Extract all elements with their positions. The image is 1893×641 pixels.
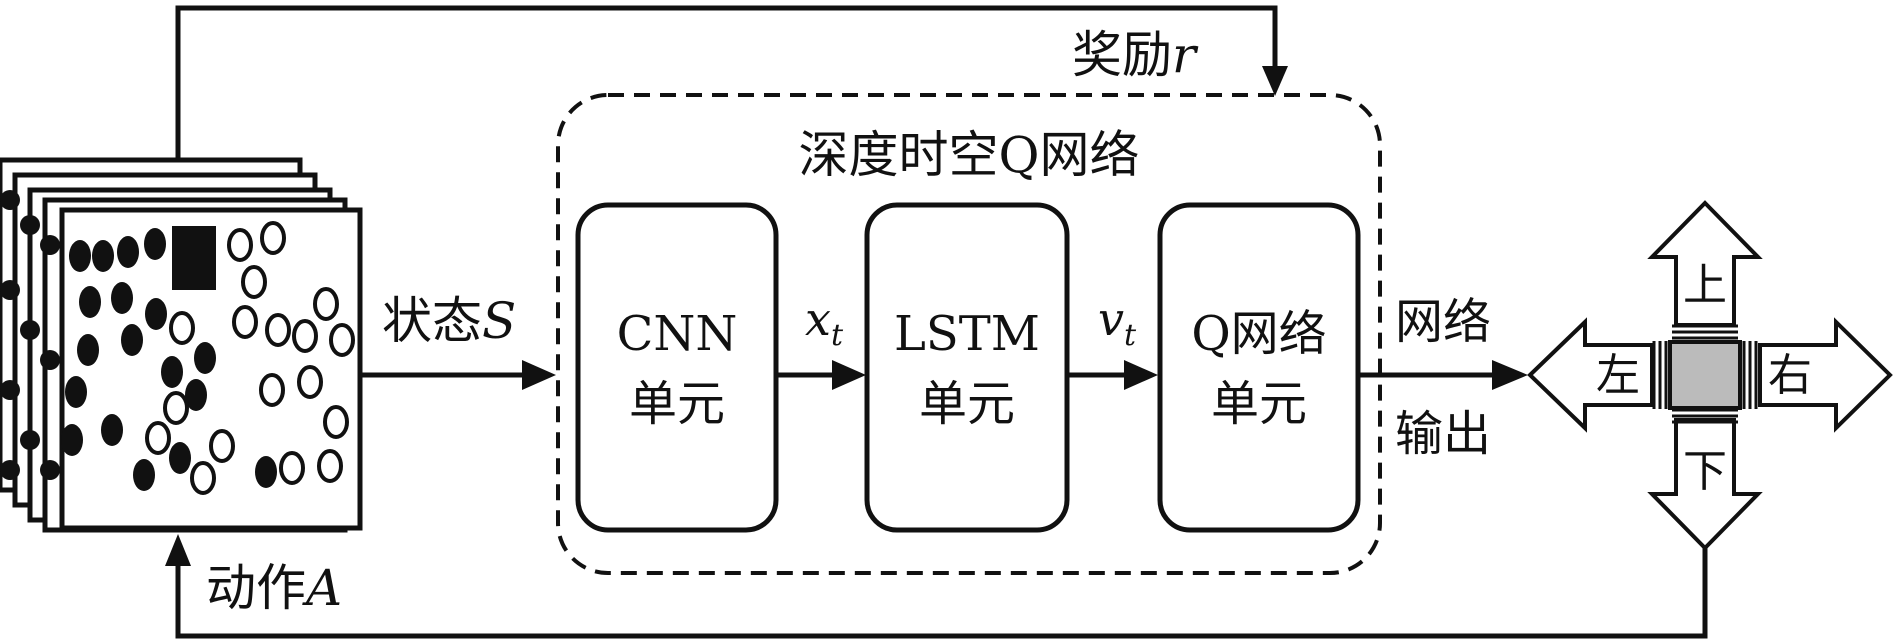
network-container <box>556 93 1382 575</box>
right-arrow-icon <box>1758 317 1893 433</box>
action-line <box>175 548 1708 639</box>
goal-circles <box>145 221 355 495</box>
lstm-unit: LSTM 单元 <box>864 202 1070 533</box>
obstacle-dots <box>61 228 277 491</box>
left-arrow-icon <box>1527 317 1654 433</box>
state-edge: 状态S <box>360 292 556 390</box>
action-direction-cross: 上 下 左 右 <box>1527 200 1893 551</box>
action-label: 动作A <box>206 559 342 617</box>
action-arrowhead <box>165 534 191 566</box>
network-title: 深度时空Q网络 <box>799 126 1140 184</box>
direction-up: 上 <box>1683 260 1727 311</box>
state-label: 状态S <box>382 292 516 350</box>
environment-frames <box>0 157 363 533</box>
lstm-unit-line2: 单元 <box>919 376 1015 432</box>
lstm-unit-line1: LSTM <box>894 306 1040 362</box>
vt-edge: vt <box>1069 292 1158 390</box>
agent-block <box>172 226 216 290</box>
xt-edge: xt <box>778 292 866 390</box>
reward-label: 奖励r <box>1072 26 1199 84</box>
q-network-unit-line1: Q网络 <box>1191 306 1326 362</box>
cnn-unit: CNN 单元 <box>575 202 779 533</box>
reward-arrowhead <box>1262 66 1288 96</box>
output-label-top: 网络 <box>1395 294 1491 350</box>
action-loop: 动作A <box>165 534 1708 639</box>
xt-label: xt <box>805 292 844 353</box>
q-network-unit: Q网络 单元 <box>1157 202 1361 533</box>
reward-line <box>175 5 1278 160</box>
direction-left: 左 <box>1596 350 1640 401</box>
network-output-edge: 网络 输出 <box>1360 294 1528 462</box>
frame-edge-dots <box>0 190 60 480</box>
direction-down: 下 <box>1683 446 1727 497</box>
cnn-unit-line1: CNN <box>617 306 738 362</box>
down-arrow-icon <box>1647 418 1763 551</box>
center-hub <box>1668 340 1742 410</box>
direction-right: 右 <box>1768 350 1812 401</box>
reward-loop: 奖励r <box>175 5 1288 160</box>
cnn-unit-line2: 单元 <box>629 376 725 432</box>
vt-label: vt <box>1098 292 1137 353</box>
q-network-unit-line2: 单元 <box>1211 376 1307 432</box>
state-arrowhead <box>522 360 556 390</box>
output-label-bottom: 输出 <box>1395 406 1491 462</box>
